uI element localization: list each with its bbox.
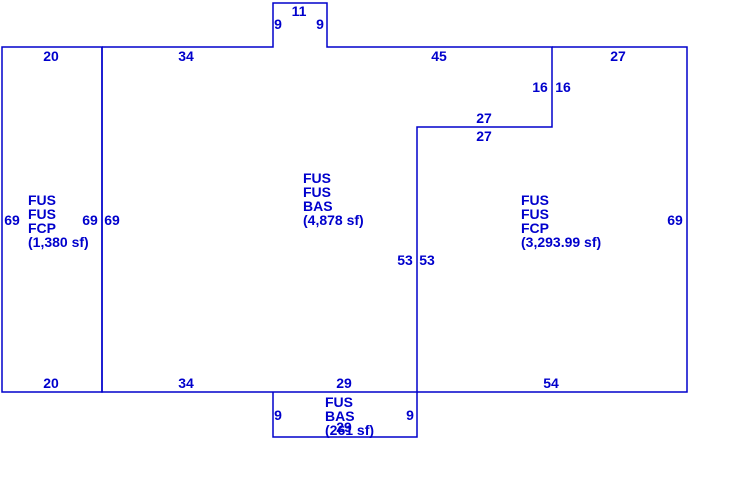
dim-step-horizontal-inner: 27 — [476, 128, 492, 144]
bump-area-size: (261 sf) — [325, 422, 374, 438]
dim-inner-vertical-left: 53 — [397, 252, 413, 268]
dim-bump-right: 9 — [406, 407, 414, 423]
main-area-code-1: FUS — [303, 170, 331, 186]
main-area-size: (4,878 sf) — [303, 212, 364, 228]
left-area-code-2: FUS — [28, 206, 56, 222]
bump-area-code-1: FUS — [325, 394, 353, 410]
main-area-code-3: BAS — [303, 198, 333, 214]
dim-right-top: 27 — [610, 48, 626, 64]
dim-bump-left: 9 — [274, 407, 282, 423]
dim-left-top: 20 — [43, 48, 59, 64]
dim-notch-right: 9 — [316, 16, 324, 32]
left-area-size: (1,380 sf) — [28, 234, 89, 250]
dim-main-top-left: 34 — [178, 48, 194, 64]
dim-left-right: 69 — [82, 212, 98, 228]
dim-notch-left: 9 — [274, 16, 282, 32]
main-area-code-2: FUS — [303, 184, 331, 200]
right-area-size: (3,293.99 sf) — [521, 234, 601, 250]
right-area-code-3: FCP — [521, 220, 549, 236]
dim-main-top-right: 45 — [431, 48, 447, 64]
dim-main-bottom-left: 34 — [178, 375, 194, 391]
dim-bump-bottom: 29 — [336, 419, 352, 435]
dim-right-bottom: 54 — [543, 375, 559, 391]
dim-notch-top: 11 — [292, 3, 307, 19]
left-area-code-1: FUS — [28, 192, 56, 208]
left-area-code-3: FCP — [28, 220, 56, 236]
dim-main-left: 69 — [104, 212, 120, 228]
right-area-code-2: FUS — [521, 206, 549, 222]
right-area-code-1: FUS — [521, 192, 549, 208]
dim-left-bottom: 20 — [43, 375, 59, 391]
dim-inner-vertical-right: 53 — [419, 252, 435, 268]
bump-area-code-2: BAS — [325, 408, 355, 424]
dim-step-vertical-outer: 16 — [532, 79, 548, 95]
dim-bump-top: 29 — [336, 375, 352, 391]
bump-section-outline — [272, 392, 418, 438]
dim-left-left: 69 — [4, 212, 20, 228]
dim-step-horizontal-outer: 27 — [476, 110, 492, 126]
right-section-outline — [417, 46, 688, 393]
dim-step-vertical-inner: 16 — [555, 79, 571, 95]
dim-right-right: 69 — [667, 212, 683, 228]
